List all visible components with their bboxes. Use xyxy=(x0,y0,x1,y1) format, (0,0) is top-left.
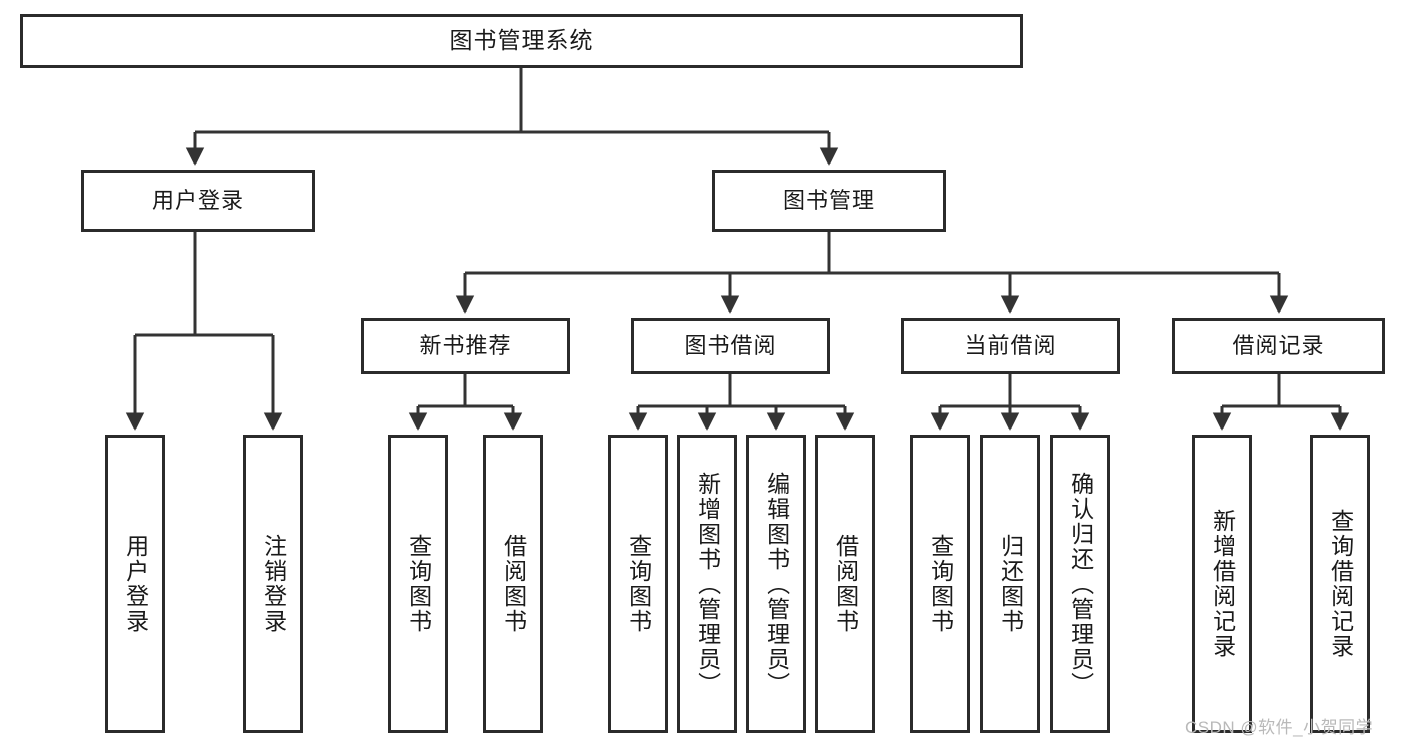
leaf-borrow-record-query-record[interactable]: 查询借阅记录 xyxy=(1310,435,1370,733)
node-label: 借阅图书 xyxy=(832,534,859,634)
leaf-current-borrow-return-book[interactable]: 归还图书 xyxy=(980,435,1040,733)
leaf-new-book-query-book[interactable]: 查询图书 xyxy=(388,435,448,733)
node-book-management[interactable]: 图书管理 xyxy=(712,170,946,232)
leaf-new-book-borrow-book[interactable]: 借阅图书 xyxy=(483,435,543,733)
node-user-login[interactable]: 用户登录 xyxy=(81,170,315,232)
node-label: 图书管理 xyxy=(782,187,875,213)
node-label: 新增借阅记录 xyxy=(1209,509,1236,659)
node-label: 查询图书 xyxy=(405,534,432,634)
node-label: 查询图书 xyxy=(927,534,954,634)
node-label: 图书借阅 xyxy=(684,332,777,358)
node-book-borrow[interactable]: 图书借阅 xyxy=(631,318,830,374)
node-new-book-recommend[interactable]: 新书推荐 xyxy=(361,318,570,374)
node-label: 查询借阅记录 xyxy=(1327,509,1354,659)
node-label: 当前借阅 xyxy=(964,332,1057,358)
leaf-current-borrow-confirm-return-admin[interactable]: 确认归还（管理员） xyxy=(1050,435,1110,733)
node-label: 新书推荐 xyxy=(419,332,512,358)
leaf-book-borrow-query-book[interactable]: 查询图书 xyxy=(608,435,668,733)
node-label: 借阅图书 xyxy=(500,534,527,634)
leaf-user-login-login[interactable]: 用户登录 xyxy=(105,435,165,733)
node-label: 注销登录 xyxy=(260,534,287,634)
node-borrow-record[interactable]: 借阅记录 xyxy=(1172,318,1385,374)
leaf-book-borrow-add-book-admin[interactable]: 新增图书（管理员） xyxy=(677,435,737,733)
leaf-book-borrow-borrow-book[interactable]: 借阅图书 xyxy=(815,435,875,733)
leaf-book-borrow-edit-book-admin[interactable]: 编辑图书（管理员） xyxy=(746,435,806,733)
node-label: 确认归还（管理员） xyxy=(1067,471,1094,697)
node-label: 新增图书（管理员） xyxy=(694,471,721,697)
node-label: 查询图书 xyxy=(625,534,652,634)
leaf-user-login-logout[interactable]: 注销登录 xyxy=(243,435,303,733)
node-label: 用户登录 xyxy=(122,534,149,634)
node-root-book-management-system[interactable]: 图书管理系统 xyxy=(20,14,1023,68)
node-label: 归还图书 xyxy=(997,534,1024,634)
node-label: 用户登录 xyxy=(151,187,244,213)
leaf-borrow-record-add-record[interactable]: 新增借阅记录 xyxy=(1192,435,1252,733)
node-current-borrow[interactable]: 当前借阅 xyxy=(901,318,1120,374)
leaf-current-borrow-query-book[interactable]: 查询图书 xyxy=(910,435,970,733)
node-label: 借阅记录 xyxy=(1232,332,1325,358)
watermark-text: CSDN @软件_小贺同学 xyxy=(1185,718,1374,737)
node-label: 图书管理系统 xyxy=(449,27,594,54)
node-label: 编辑图书（管理员） xyxy=(763,471,790,697)
